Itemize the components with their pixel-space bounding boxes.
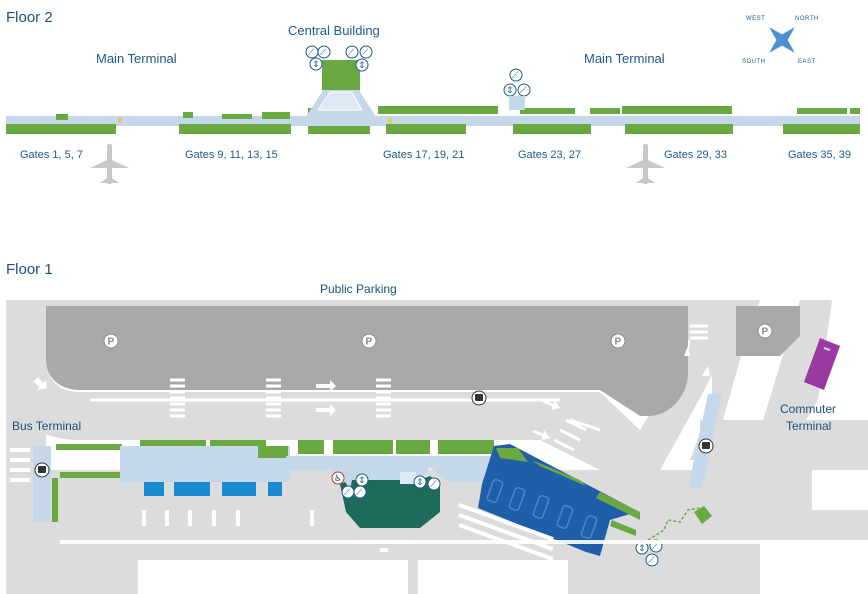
svg-text:P: P (108, 337, 115, 348)
floor-1-title: Floor 1 (6, 261, 53, 278)
parking-icon: P (361, 333, 377, 349)
escalator-icon: ⟋ (348, 48, 355, 58)
public-parking-label: Public Parking (320, 282, 397, 296)
restroom-icon: ♿ (334, 474, 342, 484)
parking-icon: P (103, 333, 119, 349)
elevator-icon: ⇕ (312, 60, 320, 70)
bus-icon (702, 442, 710, 449)
escalator-icon: ⟋ (356, 488, 363, 498)
gate-label: Gates 29, 33 (664, 149, 727, 161)
escalator-icon: ⟋ (362, 48, 369, 58)
gate-label: Gates 23, 27 (518, 149, 581, 161)
escalator-icon: ⟋ (430, 480, 437, 490)
gate-label: Gates 35, 39 (788, 149, 851, 161)
gate-label: Gates 1, 5, 7 (20, 149, 83, 161)
svg-text:P: P (762, 327, 769, 338)
central-building-label: Central Building (288, 23, 380, 38)
escalator-icon: ⟋ (648, 556, 655, 566)
parking-icon: P (610, 333, 626, 349)
floor-1-terminal (56, 440, 496, 528)
compass-north: NORTH (795, 16, 819, 22)
commuter-bus-lane (688, 394, 722, 488)
escalator-icon: ⟋ (320, 48, 327, 58)
compass-icon: WEST NORTH SOUTH EAST (742, 16, 819, 65)
svg-text:P: P (366, 337, 373, 348)
bus-icon (38, 466, 46, 473)
escalator-icon: ⟋ (512, 71, 519, 81)
central-building-floor-2 (300, 60, 382, 134)
floor-2-icon-cluster-center: ⟋ ⟋ ⇕ ⟋ ⟋ ⇕ (305, 45, 373, 72)
road-arrows (33, 346, 710, 440)
bus-terminal (10, 446, 58, 522)
commuter-terminal-label-line1: Commuter (780, 402, 836, 416)
bus-icon (471, 390, 487, 406)
main-terminal-left-label: Main Terminal (96, 51, 177, 66)
floor-2-icon-cluster-right: ⟋ ⇕ ⟋ (503, 68, 531, 110)
elevator-icon: ⇕ (358, 476, 366, 486)
compass-south: SOUTH (742, 59, 766, 65)
gate-label: Gates 9, 11, 13, 15 (185, 149, 278, 161)
commuter-terminal (804, 338, 840, 390)
floor-2-concourse (6, 106, 860, 134)
main-terminal-right-label: Main Terminal (584, 51, 665, 66)
elevator-icon: ⇕ (506, 86, 514, 96)
escalator-icon: ⟋ (652, 542, 659, 552)
parking-icon: P (757, 323, 773, 339)
elevator-icon: ⇕ (416, 478, 424, 488)
gate-label: Gates 17, 19, 21 (383, 149, 464, 161)
floor-2-title: Floor 2 (6, 9, 53, 26)
lower-lot-markings (60, 470, 868, 594)
airplane-icon (90, 144, 129, 184)
compass-west: WEST (746, 16, 765, 22)
commuter-terminal-label-line2: Terminal (786, 419, 831, 433)
walkway (647, 506, 712, 541)
airplane-icon (626, 144, 665, 184)
floor-1-icon-cluster: ♿ ⟋ ⇕ ⟋ ⇕ ⟋ (331, 471, 441, 499)
svg-text:P: P (615, 337, 622, 348)
elevator-icon: ⇕ (638, 544, 646, 554)
bus-terminal-label: Bus Terminal (12, 419, 81, 433)
escalator-icon: ⟋ (308, 48, 315, 58)
blue-building (478, 444, 640, 556)
elevator-icon: ⇕ (358, 61, 366, 71)
compass-east: EAST (798, 59, 816, 65)
escalator-icon: ⟋ (520, 86, 527, 96)
escalator-icon: ⟋ (344, 488, 351, 498)
